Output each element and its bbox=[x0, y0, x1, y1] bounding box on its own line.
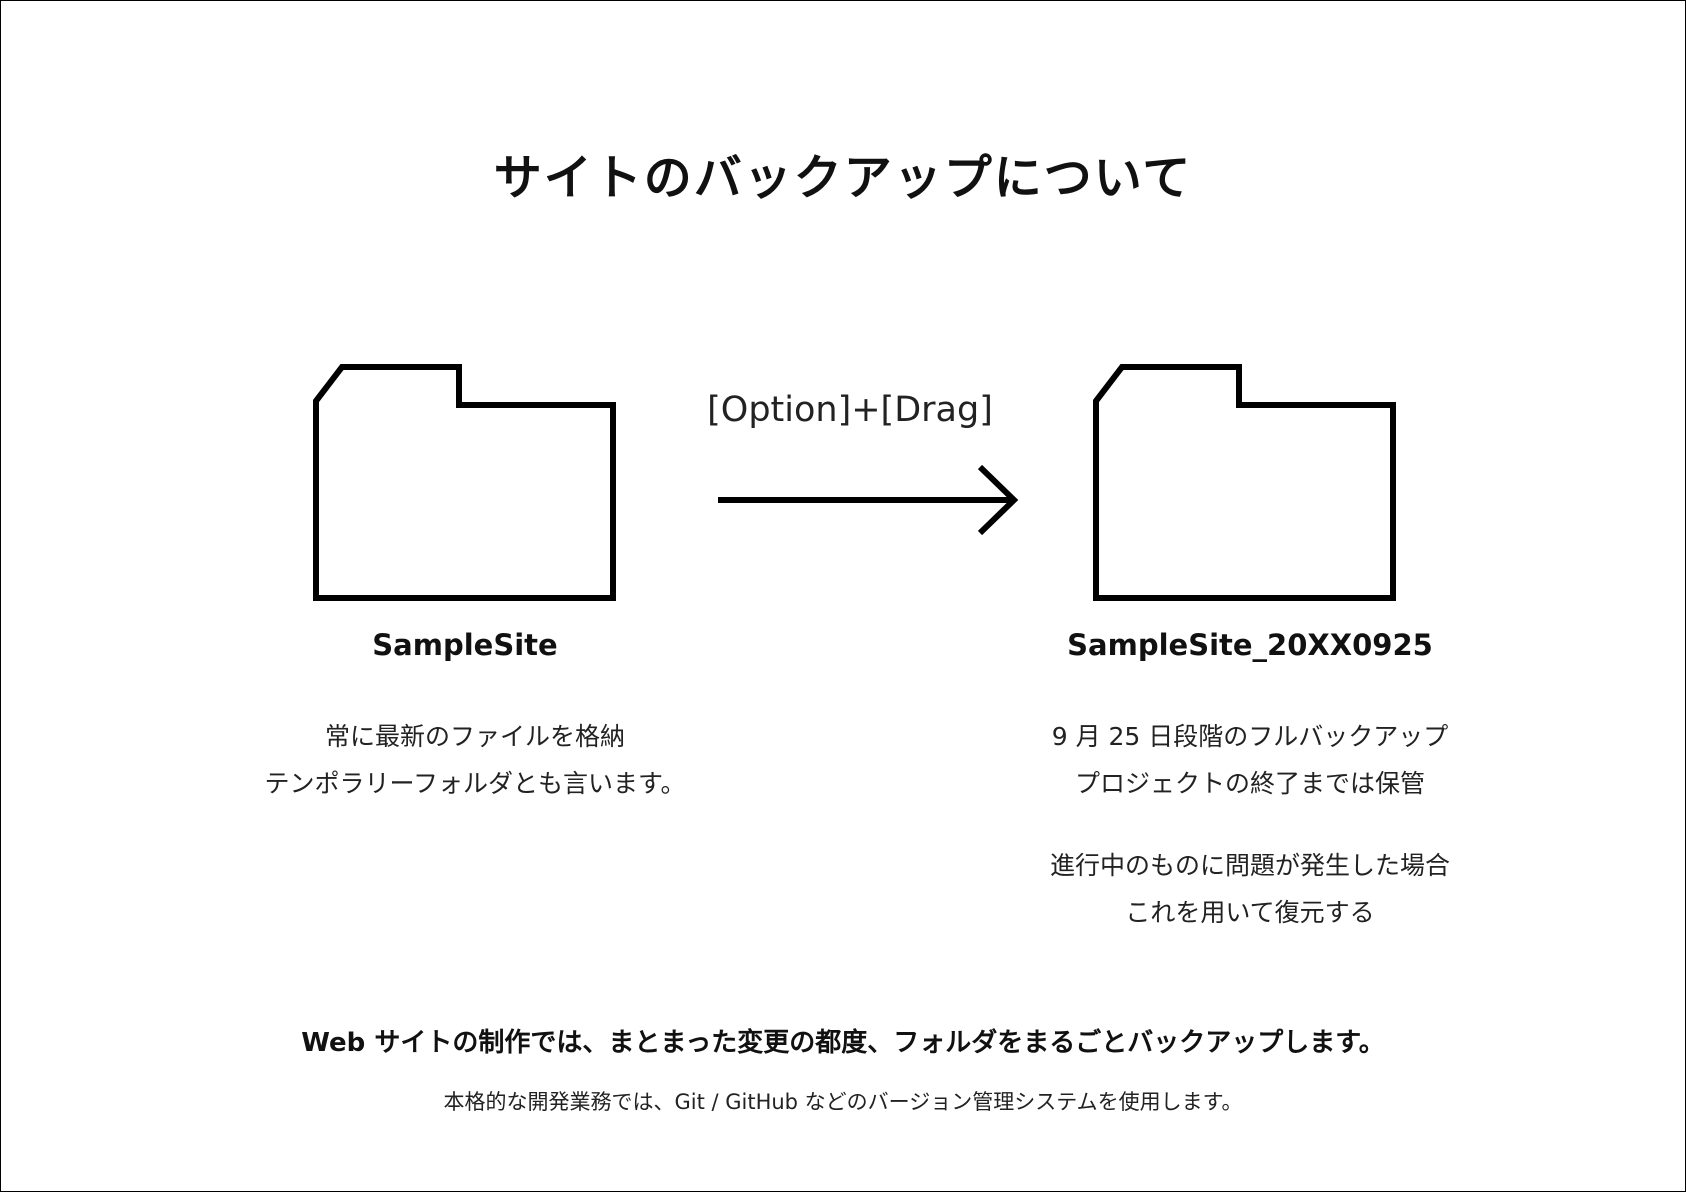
page-title: サイトのバックアップについて bbox=[493, 150, 1193, 206]
arrow-right-icon bbox=[716, 464, 1020, 536]
footer-sub-text: 本格的な開発業務では、Git / GitHub などのバージョン管理システムを使… bbox=[443, 1090, 1243, 1114]
source-folder-description: 常に最新のファイルを格納 テンポラリーフォルダとも言います。 bbox=[225, 713, 725, 807]
description-line: テンポラリーフォルダとも言います。 bbox=[264, 769, 686, 798]
description-line: プロジェクトの終了までは保管 bbox=[1074, 769, 1425, 798]
source-folder-name: SampleSite bbox=[372, 628, 558, 662]
description-line: これを用いて復元する bbox=[1125, 898, 1375, 927]
backup-folder-icon bbox=[1093, 364, 1397, 602]
description-line: 9 月 25 日段階のフルバックアップ bbox=[1051, 722, 1449, 751]
backup-folder-usage-note: 進行中のものに問題が発生した場合 これを用いて復元する bbox=[1000, 842, 1500, 936]
backup-folder-name: SampleSite_20XX0925 bbox=[1067, 628, 1433, 662]
description-line: 進行中のものに問題が発生した場合 bbox=[1049, 851, 1450, 880]
source-folder-icon bbox=[313, 364, 617, 602]
footer-main-text: Web サイトの制作では、まとまった変更の都度、フォルダをまるごとバックアップし… bbox=[301, 1028, 1385, 1058]
description-line: 常に最新のファイルを格納 bbox=[324, 722, 625, 751]
backup-folder-description: 9 月 25 日段階のフルバックアップ プロジェクトの終了までは保管 bbox=[1000, 713, 1500, 807]
operation-label: [Option]+[Drag] bbox=[707, 390, 993, 430]
